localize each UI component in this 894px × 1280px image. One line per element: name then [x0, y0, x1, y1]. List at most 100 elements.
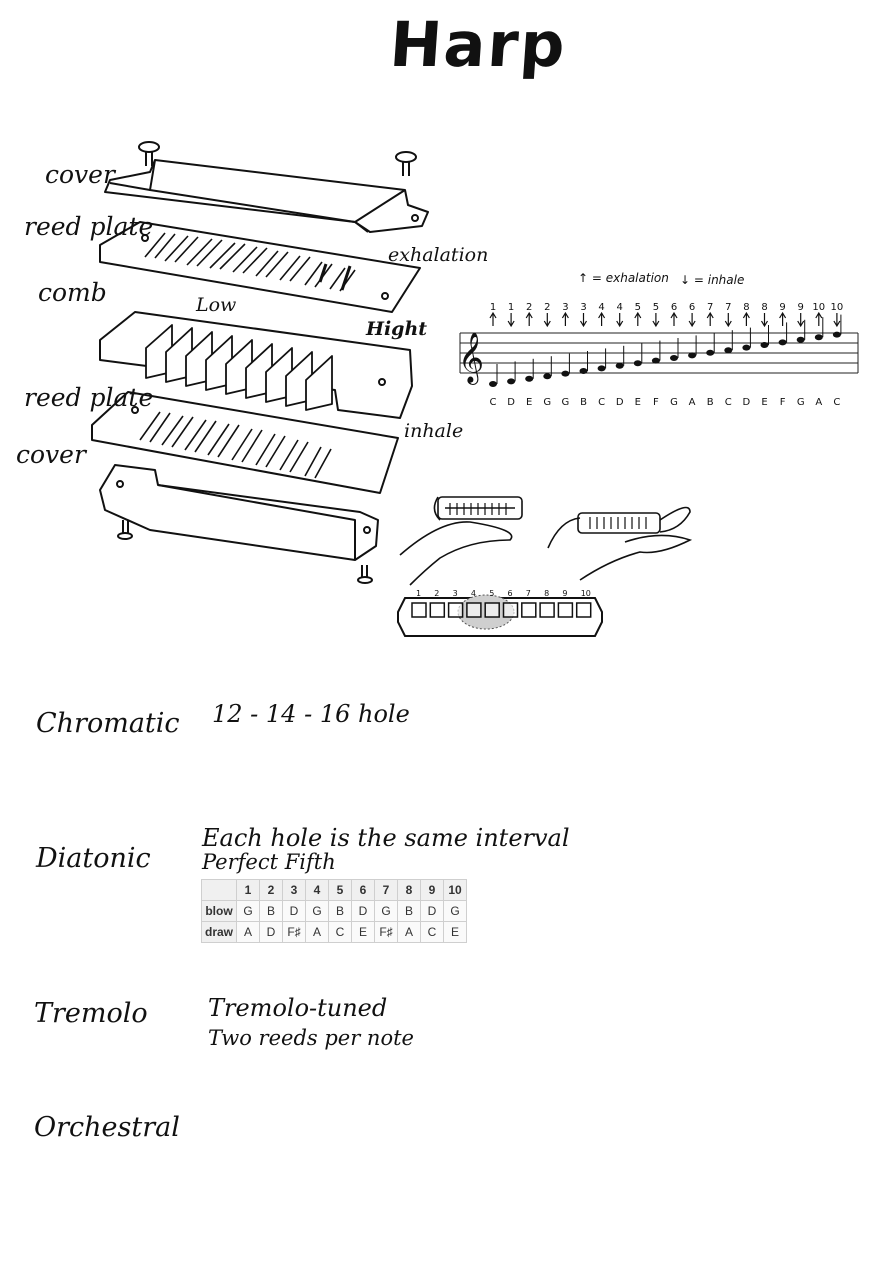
arrow-down-icon: [617, 313, 623, 326]
scale-hole-number: 3: [580, 302, 586, 313]
label-cover-bottom: cover: [16, 440, 86, 469]
scale-hole-number: 8: [743, 302, 749, 313]
exploded-harmonica-diagram: 12345678910 ↑ = exhalation ↓ = inhale 𝄞 …: [0, 0, 894, 660]
note-head: [507, 378, 515, 384]
hole-box: [540, 603, 554, 617]
scale-hole-number: 10: [831, 302, 844, 313]
hole-position-diagram: 12345678910: [398, 589, 602, 636]
hole-number: 6: [508, 589, 513, 598]
note-head: [561, 371, 569, 377]
note-letter: D: [743, 397, 751, 408]
type-chromatic: Chromatic: [36, 708, 180, 739]
arrow-down-icon: [798, 313, 804, 326]
note-head: [779, 339, 787, 345]
label-high: Hight: [366, 318, 427, 340]
note-letter: F: [780, 397, 786, 408]
holding-hands-illustration: [400, 497, 690, 585]
note-letter: E: [635, 397, 641, 408]
label-exhalation: exhalation: [388, 244, 488, 266]
hole-box: [504, 603, 518, 617]
table-cell: B: [260, 901, 283, 922]
note-head: [543, 373, 551, 379]
arrow-down-icon: [834, 313, 840, 326]
note-head: [797, 337, 805, 343]
note-head: [489, 381, 497, 387]
scale-hole-number: 1: [508, 302, 514, 313]
tremolo-desc-2: Two reeds per note: [208, 1026, 414, 1050]
table-cell: G: [237, 901, 260, 922]
scale-hole-number: 2: [526, 302, 532, 313]
table-row: blow G B D G B D G B D G: [202, 901, 467, 922]
arrow-down-icon: [689, 313, 695, 326]
hole-number: 1: [416, 589, 421, 598]
hole-header: 3: [283, 880, 306, 901]
hole-number: 10: [581, 589, 591, 598]
note-letter: F: [653, 397, 659, 408]
note-head: [761, 342, 769, 348]
table-cell: C: [421, 922, 444, 943]
table-cell: D: [283, 901, 306, 922]
scale-hole-number: 3: [562, 302, 568, 313]
hole-box: [467, 603, 481, 617]
arrow-up-icon: [780, 313, 786, 326]
note-head: [688, 352, 696, 358]
tuning-header-row: 1 2 3 4 5 6 7 8 9 10: [202, 880, 467, 901]
legend-exhalation: ↑ = exhalation: [578, 271, 669, 285]
scale-hole-number: 1: [490, 302, 496, 313]
table-cell: G: [306, 901, 329, 922]
note-letter: A: [689, 397, 696, 408]
arrow-up-icon: [816, 313, 822, 326]
note-head: [525, 376, 533, 382]
note-letter: G: [543, 397, 551, 408]
table-cell: A: [237, 922, 260, 943]
note-letter: B: [580, 397, 587, 408]
scale-hole-number: 7: [707, 302, 713, 313]
scale-hole-number: 5: [653, 302, 659, 313]
hole-number: 8: [544, 589, 549, 598]
scale-hole-number: 6: [689, 302, 695, 313]
note-head: [652, 358, 660, 364]
note-head: [742, 345, 750, 351]
hole-box: [522, 603, 536, 617]
arrow-up-icon: [671, 313, 677, 326]
hole-header: 4: [306, 880, 329, 901]
tuning-table: 1 2 3 4 5 6 7 8 9 10 blow G B D G B D G …: [201, 879, 467, 943]
arrow-up-icon: [707, 313, 713, 326]
scale-hole-number: 9: [779, 302, 785, 313]
scale-hole-number: 6: [671, 302, 677, 313]
chromatic-desc: 12 - 14 - 16 hole: [212, 700, 410, 728]
table-cell: E: [352, 922, 375, 943]
note-head: [634, 360, 642, 366]
hole-header: 8: [398, 880, 421, 901]
hole-box: [577, 603, 591, 617]
note-letter: G: [797, 397, 805, 408]
tremolo-desc-1: Tremolo-tuned: [208, 994, 387, 1022]
arrow-up-icon: [743, 313, 749, 326]
diatonic-desc-2: Perfect Fifth: [202, 850, 336, 874]
type-diatonic: Diatonic: [36, 843, 151, 874]
note-head: [580, 368, 588, 374]
arrow-down-icon: [508, 313, 514, 326]
arrow-down-icon: [653, 313, 659, 326]
table-corner: [202, 880, 237, 901]
scale-hole-number: 4: [598, 302, 604, 313]
hole-box: [430, 603, 444, 617]
diatonic-desc-1: Each hole is the same interval: [202, 824, 570, 852]
type-tremolo: Tremolo: [34, 998, 148, 1029]
hole-box: [412, 603, 426, 617]
note-head: [724, 347, 732, 353]
label-cover-top: cover: [45, 160, 115, 189]
hole-number: 3: [453, 589, 458, 598]
note-letter: E: [761, 397, 767, 408]
table-row: draw A D F♯ A C E F♯ A C E: [202, 922, 467, 943]
note-head: [670, 355, 678, 361]
note-letter: B: [707, 397, 714, 408]
arrow-up-icon: [526, 313, 532, 326]
note-letter: A: [815, 397, 822, 408]
arrow-up-icon: [490, 313, 496, 326]
hole-header: 6: [352, 880, 375, 901]
hole-number: 7: [526, 589, 531, 598]
top-cover-part: [105, 160, 428, 232]
hole-box: [558, 603, 572, 617]
row-label-draw: draw: [202, 922, 237, 943]
